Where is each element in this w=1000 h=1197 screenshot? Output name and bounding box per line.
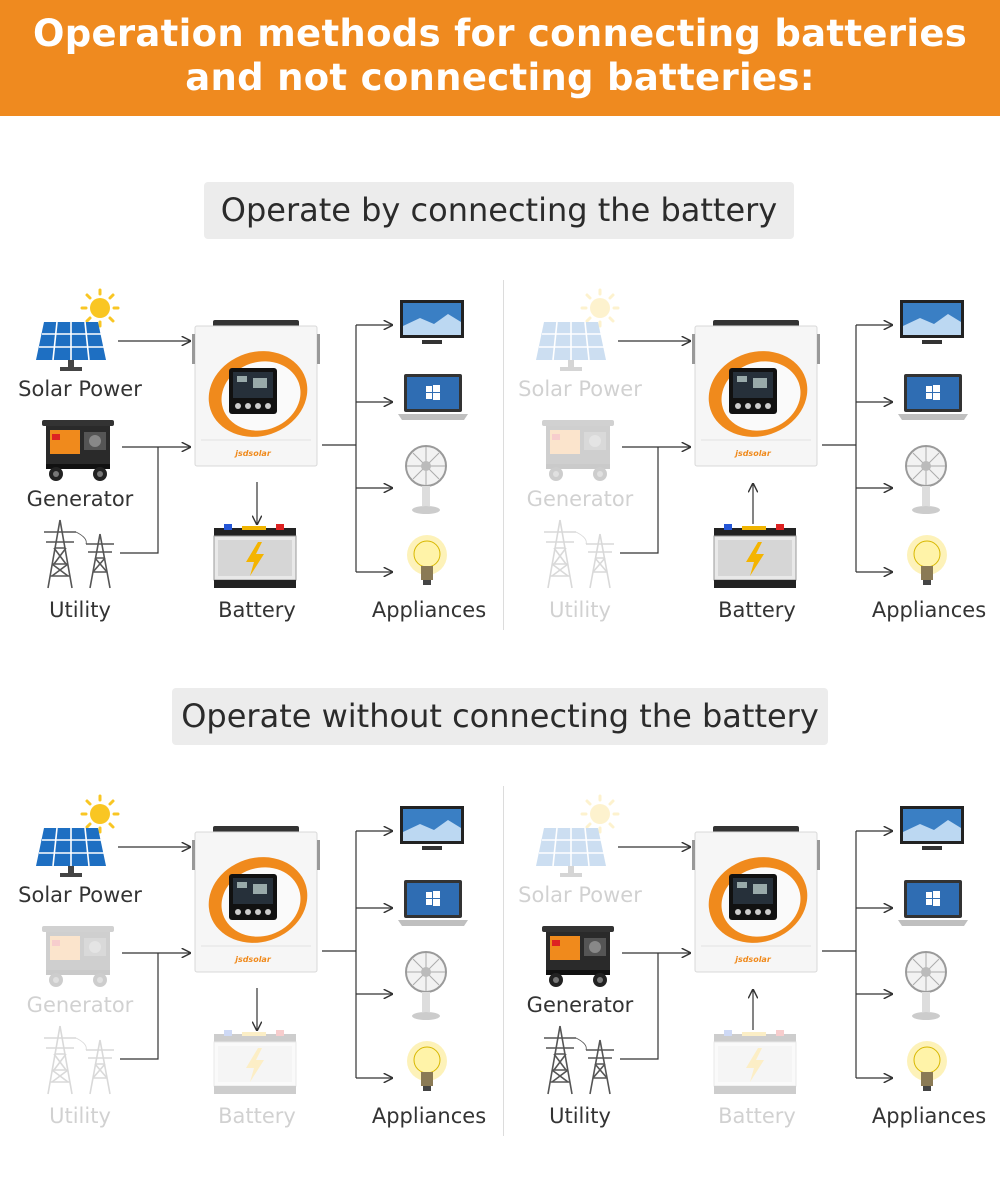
fan-icon [904, 950, 948, 1022]
utility-pylon-icon [38, 1024, 118, 1096]
fan-icon [904, 444, 948, 516]
battery-icon [212, 524, 298, 590]
laptop-icon [898, 878, 968, 928]
label-battery: Battery [218, 598, 296, 622]
generator-icon [38, 920, 118, 988]
inverter-icon: jsdsolar [192, 320, 320, 467]
label-appliances: Appliances [871, 598, 987, 622]
sun-icon [580, 288, 620, 328]
label-generator: Generator [26, 487, 134, 511]
wiring [618, 786, 1000, 1136]
generator-icon [538, 414, 618, 482]
solar-panel-icon [36, 794, 120, 878]
laptop-icon [398, 372, 468, 422]
battery-icon [712, 1030, 798, 1096]
label-appliances: Appliances [871, 1104, 987, 1128]
label-generator: Generator [26, 993, 134, 1017]
inverter-icon: jsdsolar [192, 826, 320, 973]
sun-icon [80, 288, 120, 328]
battery-icon [212, 1030, 298, 1096]
header-line-2: and not connecting batteries: [185, 56, 815, 99]
label-appliances: Appliances [371, 1104, 487, 1128]
laptop-icon [898, 372, 968, 422]
sun-icon [580, 794, 620, 834]
wiring [118, 786, 500, 1136]
label-battery: Battery [718, 598, 796, 622]
wiring [118, 280, 500, 630]
label-solar-power: Solar Power [518, 883, 642, 907]
laptop-icon [398, 878, 468, 928]
svg-text:jsdsolar: jsdsolar [233, 449, 272, 458]
utility-pylon-icon [538, 518, 618, 590]
panel-divider [503, 280, 504, 630]
label-battery: Battery [718, 1104, 796, 1128]
label-generator: Generator [526, 487, 634, 511]
label-generator: Generator [526, 993, 634, 1017]
label-solar-power: Solar Power [518, 377, 642, 401]
section-title-without-battery: Operate without connecting the battery [172, 688, 828, 745]
generator-icon [538, 920, 618, 988]
fan-icon [404, 444, 448, 516]
svg-text:jsdsolar: jsdsolar [733, 955, 772, 964]
label-utility: Utility [549, 1104, 611, 1128]
fan-icon [404, 950, 448, 1022]
diagram-panel: jsdsolar [500, 786, 1000, 1136]
label-utility: Utility [49, 1104, 111, 1128]
tv-icon [400, 806, 464, 852]
label-appliances: Appliances [371, 598, 487, 622]
battery-icon [712, 524, 798, 590]
light-bulb-icon [406, 1040, 448, 1100]
generator-icon [38, 414, 118, 482]
diagram-panel: jsdsolar [0, 280, 500, 630]
light-bulb-icon [406, 534, 448, 594]
header-line-1: Operation methods for connecting batteri… [32, 12, 968, 55]
label-solar-power: Solar Power [18, 883, 142, 907]
tv-icon [400, 300, 464, 346]
label-utility: Utility [49, 598, 111, 622]
solar-panel-icon [536, 794, 620, 878]
svg-text:jsdsolar: jsdsolar [233, 955, 272, 964]
utility-pylon-icon [538, 1024, 618, 1096]
diagram-panel: jsdsolar [500, 280, 1000, 630]
solar-panel-icon [36, 288, 120, 372]
inverter-icon: jsdsolar [692, 826, 820, 973]
tv-icon [900, 806, 964, 852]
inverter-icon: jsdsolar [692, 320, 820, 467]
tv-icon [900, 300, 964, 346]
label-utility: Utility [549, 598, 611, 622]
label-battery: Battery [218, 1104, 296, 1128]
utility-pylon-icon [38, 518, 118, 590]
header-banner: Operation methods for connecting batteri… [0, 0, 1000, 116]
diagram-panel: jsdsolar [0, 786, 500, 1136]
section-title-with-battery: Operate by connecting the battery [204, 182, 794, 239]
wiring [618, 280, 1000, 630]
svg-text:jsdsolar: jsdsolar [733, 449, 772, 458]
light-bulb-icon [906, 534, 948, 594]
panel-divider [503, 786, 504, 1136]
sun-icon [80, 794, 120, 834]
solar-panel-icon [536, 288, 620, 372]
light-bulb-icon [906, 1040, 948, 1100]
label-solar-power: Solar Power [18, 377, 142, 401]
